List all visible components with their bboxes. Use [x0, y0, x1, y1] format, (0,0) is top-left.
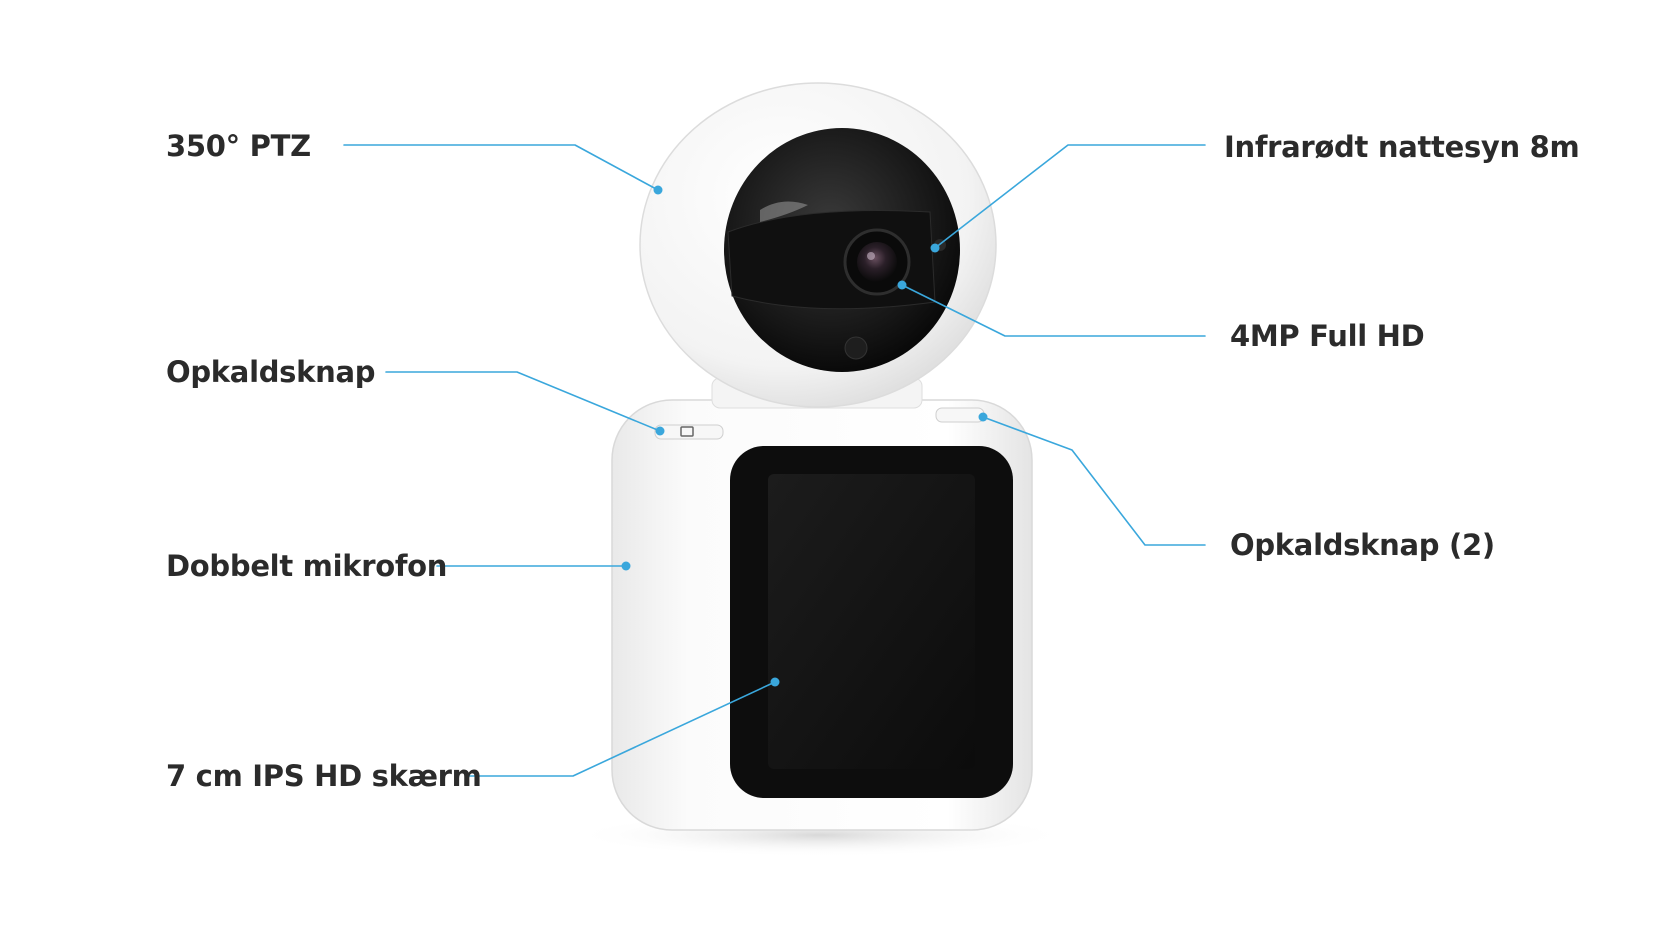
- call-button-left-shape: [654, 424, 724, 440]
- dot-ptz: [653, 185, 663, 195]
- call-button-right-shape: [935, 407, 985, 423]
- call-button-left-glyph: [680, 426, 694, 437]
- leader-line-call-button-right: [982, 416, 1206, 546]
- camera-device: [570, 82, 1070, 857]
- leader-line-night-vision: [934, 144, 1206, 249]
- leader-line-call-button-left: [385, 371, 661, 432]
- leader-line-ptz: [343, 144, 659, 191]
- label-call-button-right: Opkaldsknap (2): [1230, 528, 1495, 562]
- dot-camera-resolution: [897, 280, 907, 290]
- leader-line-ips-screen: [466, 681, 776, 777]
- label-ips-screen: 7 cm IPS HD skærm: [166, 759, 482, 793]
- label-call-button-left: Opkaldsknap: [166, 355, 376, 389]
- camera-lens: [857, 242, 897, 282]
- ips-screen: [768, 474, 975, 769]
- leader-dots: [621, 185, 988, 687]
- dot-call-button-left: [655, 426, 665, 436]
- label-night-vision: Infrarødt nattesyn 8m: [1224, 130, 1580, 164]
- label-camera-resolution: 4MP Full HD: [1230, 319, 1425, 353]
- leader-lines: [343, 144, 1206, 777]
- label-ptz: 350° PTZ: [166, 129, 311, 163]
- dot-call-button-right: [978, 412, 988, 422]
- label-dual-microphone: Dobbelt mikrofon: [166, 549, 448, 583]
- lens-glint: [867, 252, 875, 260]
- microphone-hole: [844, 336, 868, 360]
- dot-ips-screen: [770, 677, 780, 687]
- dome-highlight: [760, 201, 808, 222]
- leader-line-camera-resolution: [901, 284, 1206, 337]
- dot-dual-microphone: [621, 561, 631, 571]
- dot-night-vision: [930, 243, 940, 253]
